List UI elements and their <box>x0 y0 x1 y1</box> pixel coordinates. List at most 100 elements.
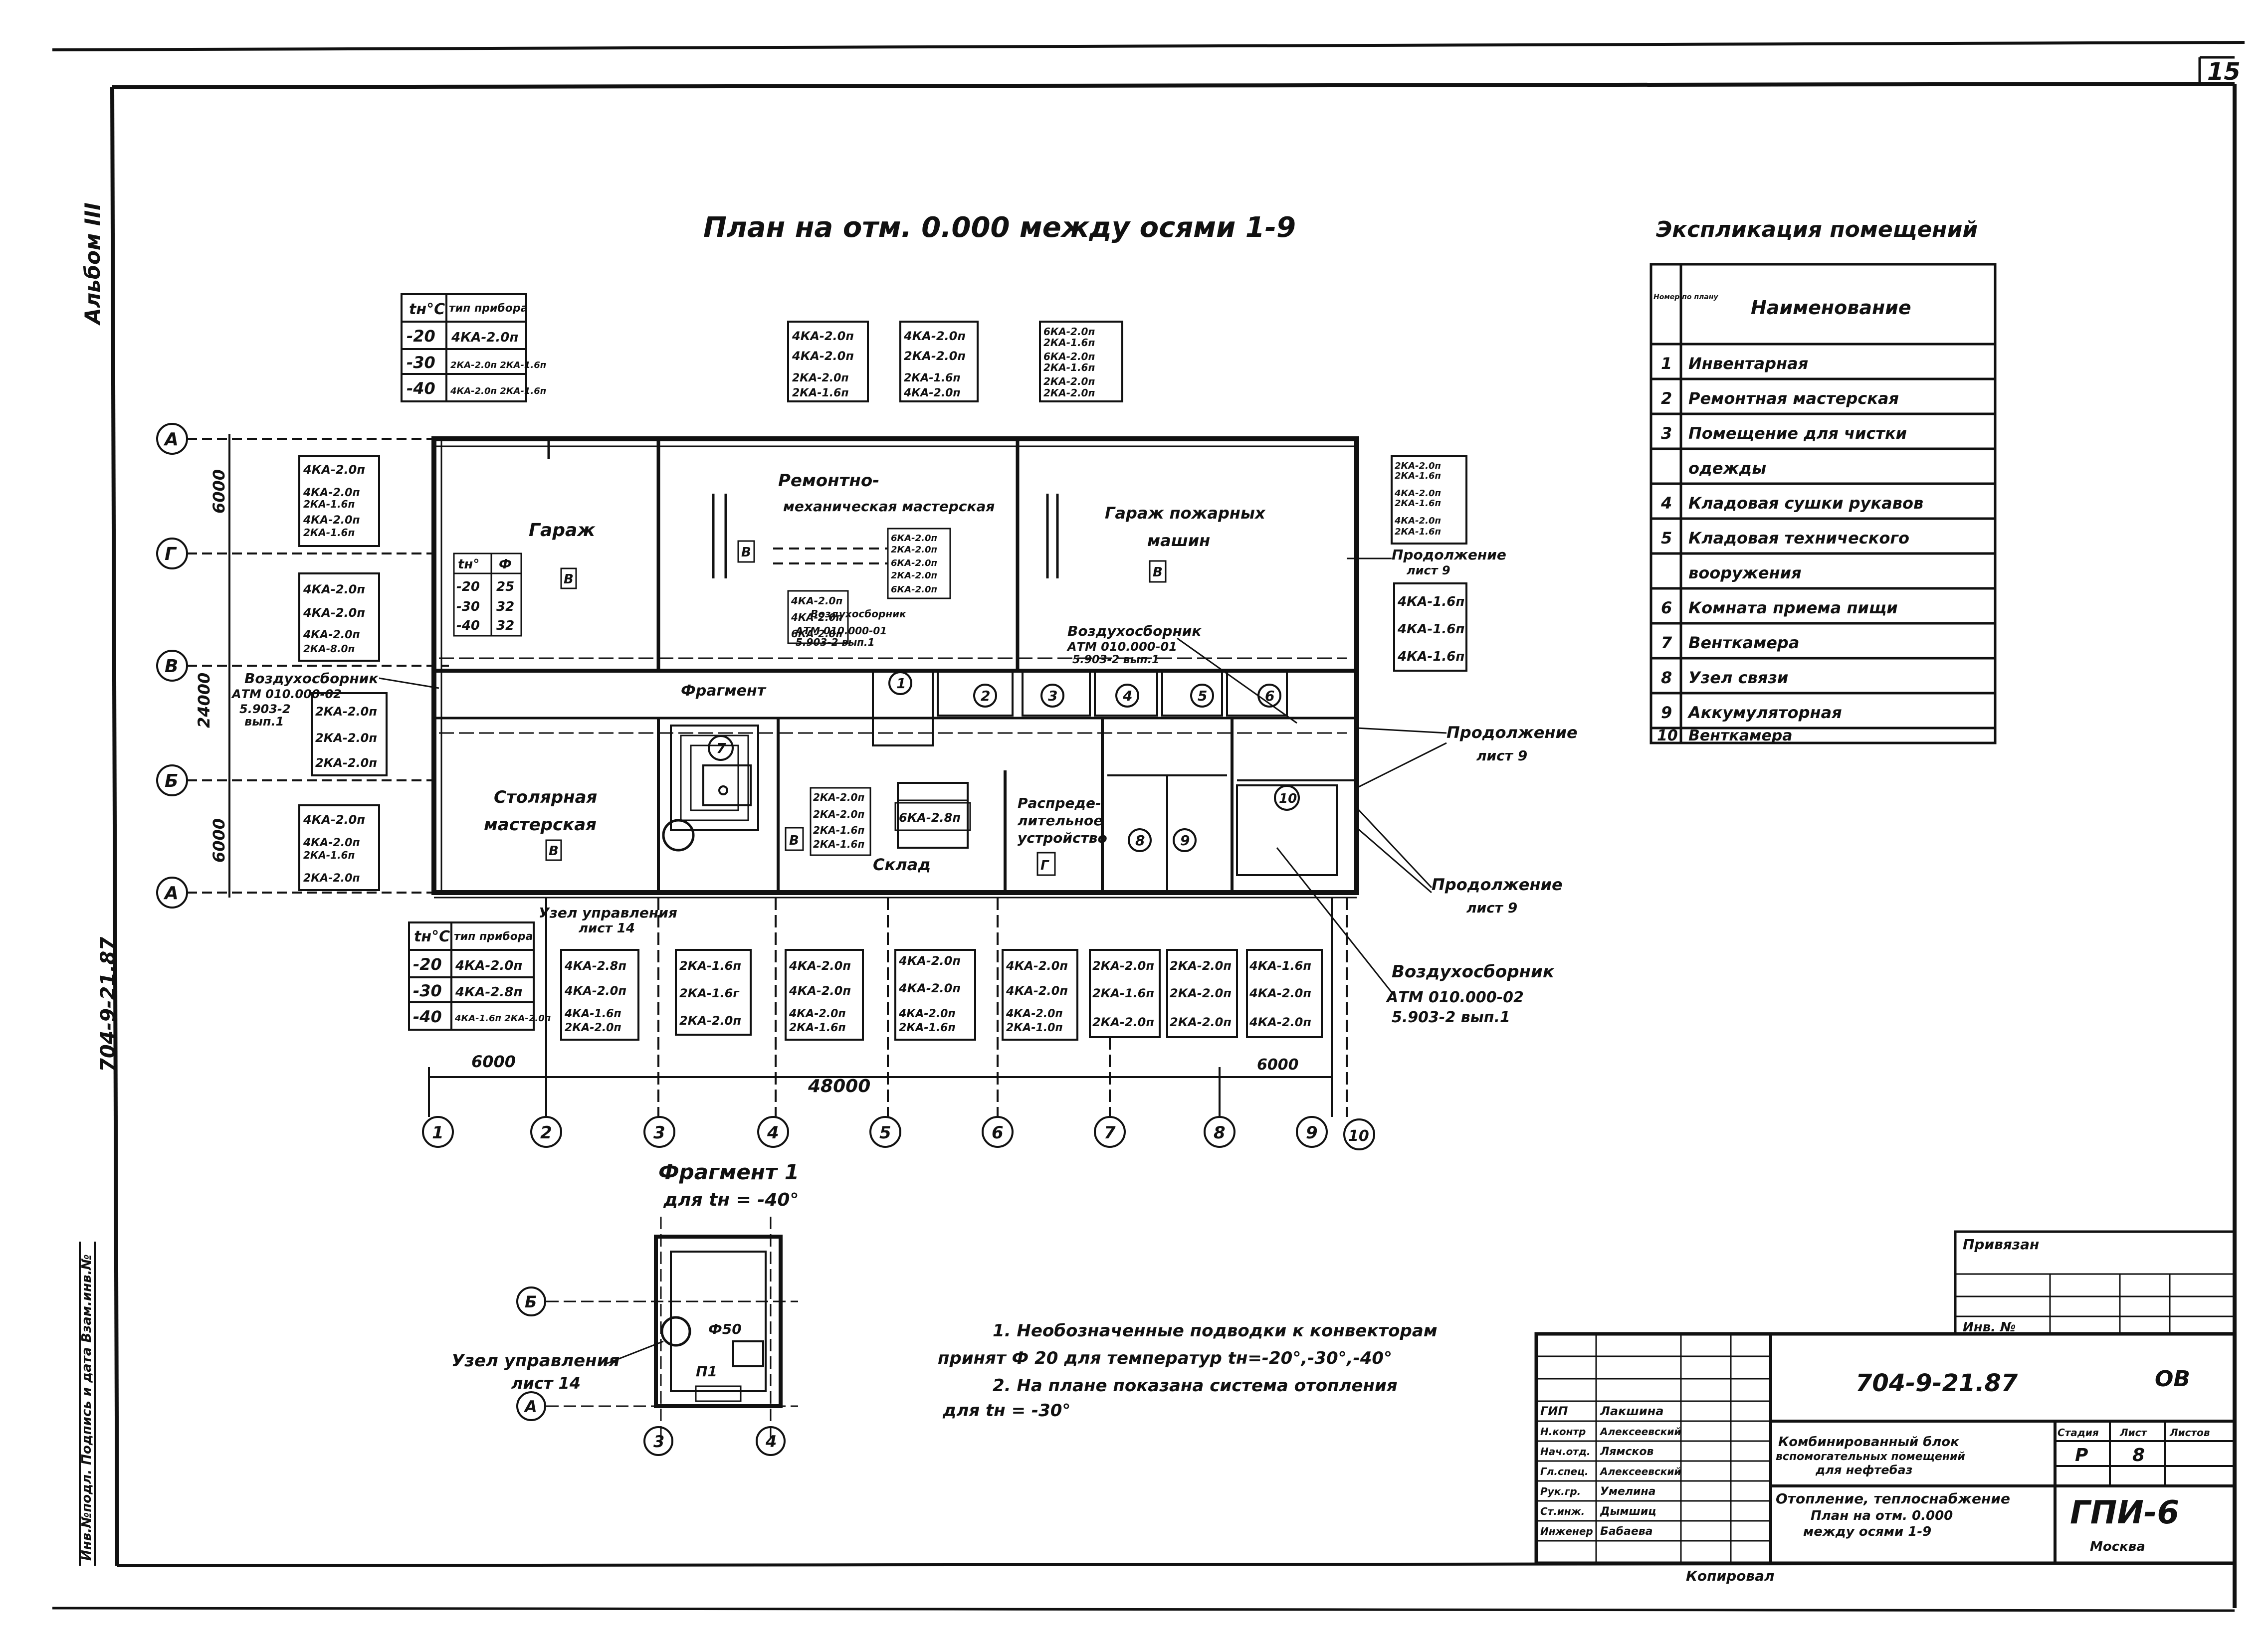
legend-bot-r1a: -20 <box>413 955 442 974</box>
dia-r3a: -40 <box>456 618 480 633</box>
dev-bot-4b: 4КА-2.0п <box>898 981 961 995</box>
expl-name-11: Венткамера <box>1688 727 1793 744</box>
tb-stage: Р <box>2075 1445 2088 1466</box>
legend-bot-r2b: 4КА-2.8п <box>455 985 522 1000</box>
fragment-tag: П1 <box>696 1363 717 1380</box>
tb-project-2: вспомогательных помещений <box>1776 1451 1965 1463</box>
tb-role-6: Инженер <box>1540 1525 1593 1537</box>
dev-top-1b: 4КА-2.0п <box>792 349 854 363</box>
dev-left-1a: 4КА-2.0п <box>303 463 365 477</box>
legend-bot-r2a: -30 <box>413 981 442 1000</box>
axis-V: В <box>165 656 178 677</box>
svg-text:В: В <box>1153 565 1163 580</box>
repair-in2-3: 6КА-2.0п <box>891 558 937 568</box>
svg-text:10: 10 <box>1279 791 1297 806</box>
dev-top-3e: 2КА-2.0п <box>1043 375 1095 387</box>
device-boxes-bottom <box>560 949 1323 1041</box>
tb-roles: ГИП Лакшина Н.контр Алексеевский Нач.отд… <box>1540 1404 1681 1538</box>
expl-name-7: Комната приема пищи <box>1688 598 1898 617</box>
dim-bay-left: 6000 <box>471 1052 516 1071</box>
plan-title: План на отм. 0.000 между осями 1-9 <box>703 211 1296 244</box>
dev-top-3b: 2КА-1.6п <box>1043 337 1095 349</box>
dev-right-1d: 2КА-1.6п <box>1395 498 1441 509</box>
expl-name-3: одежды <box>1688 459 1766 478</box>
dev-top-1a: 4КА-2.0п <box>792 329 854 343</box>
aircol-left-3: 5.903-2 <box>239 702 291 716</box>
dev-bot-5c: 4КА-2.0п <box>1006 1008 1063 1020</box>
tb-mark: ОВ <box>2155 1366 2190 1392</box>
dev-left-2b: 4КА-2.0п <box>303 606 365 620</box>
tb-copied: Копировал <box>1686 1568 1775 1584</box>
dev-left-4c: 2КА-1.6п <box>303 849 355 861</box>
dev-top-2b: 2КА-2.0п <box>904 349 966 363</box>
axis-5: 5 <box>879 1123 891 1143</box>
note-4: для tн = -30° <box>942 1401 1070 1421</box>
fragment-subtitle: для tн = -40° <box>663 1190 799 1210</box>
aircol-right-1: Воздухосборник <box>1392 962 1555 982</box>
leader-lines <box>1347 557 1447 894</box>
cont-3b: лист 9 <box>1466 900 1517 916</box>
dev-bot-1b: 4КА-2.0п <box>564 984 626 998</box>
expl-name-2: Помещение для чистки <box>1688 424 1907 443</box>
aircol-left-1: Воздухосборник <box>244 670 379 687</box>
room-repair-2: механическая мастерская <box>783 498 995 515</box>
side-stamp: Инв.№подл. Подпись и дата Взам.инв.№ <box>79 1254 94 1561</box>
svg-text:В: В <box>564 572 574 587</box>
aircol-repair-3: 5.903-2 вып.1 <box>796 636 875 648</box>
cont-1a: Продолжение <box>1392 547 1506 563</box>
dim-overall-width: 48000 <box>808 1076 870 1097</box>
repair-in-3: 6КА-2.0п <box>791 628 842 640</box>
repair-in2-4: 2КА-2.0п <box>891 570 937 581</box>
dia-r2a: -30 <box>456 599 480 614</box>
aircol-right-2: АТМ 010.000-02 <box>1386 989 1524 1006</box>
dev-bot-7b: 2КА-2.0п <box>1170 986 1232 1000</box>
note-2: принят Ф 20 для температур tн=-20°,-30°,… <box>938 1348 1392 1368</box>
legend-top-r1a: -20 <box>407 327 435 346</box>
repair-in-1: 4КА-2.0п <box>791 595 842 607</box>
dev-bot-4a: 4КА-2.0п <box>898 954 961 968</box>
axis-G: Г <box>165 544 177 564</box>
dev-left-2d: 2КА-8.0п <box>303 643 355 655</box>
room-carpentry-1: Столярная <box>494 787 597 807</box>
aircol-repair-1: Воздухосборник <box>811 608 906 620</box>
axis-9: 9 <box>1306 1123 1318 1143</box>
aircol-right-3: 5.903-2 вып.1 <box>1392 1009 1510 1026</box>
dev-bot-2c: 2КА-2.0п <box>679 1014 741 1028</box>
dev-bot-1d: 2КА-2.0п <box>565 1022 621 1034</box>
dev-left-4b: 4КА-2.0п <box>303 837 360 849</box>
dim-bottom-span: 6000 <box>209 818 228 863</box>
axis-numbers <box>422 1116 1375 1150</box>
fragment-title: Фрагмент 1 <box>658 1160 799 1184</box>
dev-right-1a: 2КА-2.0п <box>1395 461 1441 471</box>
building-walls <box>431 436 1359 899</box>
fragment-pipe: Ф50 <box>708 1321 742 1337</box>
expl-name-9: Узел связи <box>1688 668 1788 687</box>
dev-bot-6b: 2КА-1.6п <box>1092 986 1154 1000</box>
legend-bot-h2: тип прибора <box>454 930 533 943</box>
fragment-axis-4: 4 <box>765 1432 777 1451</box>
room-distribution-3: устройство <box>1018 830 1107 846</box>
dev-left-4a: 4КА-2.0п <box>303 813 365 827</box>
tb-project-1: Комбинированный блок <box>1778 1435 1960 1450</box>
tb-sheet-title-2: План на отм. 0.000 <box>1811 1508 1953 1523</box>
dev-top-2a: 4КА-2.0п <box>903 329 966 343</box>
legend-top-r2a: -30 <box>407 353 435 372</box>
dia-h2: Ф <box>499 557 512 572</box>
tb-role-3: Гл.спец. <box>1540 1466 1589 1477</box>
room-fire-garage-1: Гараж пожарных <box>1105 504 1266 523</box>
dev-left-1b: 4КА-2.0п <box>303 487 360 499</box>
expl-n-9: 8 <box>1661 668 1672 687</box>
tb-sheets-h: Листов <box>2169 1427 2210 1439</box>
svg-text:В: В <box>789 833 799 848</box>
dev-bot-1c: 4КА-1.6п <box>564 1008 621 1020</box>
tb-name-5: Дымшиц <box>1600 1505 1656 1518</box>
explication-title: Экспликация помещений <box>1656 217 1978 242</box>
dev-top-1d: 2КА-1.6п <box>792 387 849 399</box>
aircol-mid-1: Воздухосборник <box>1067 623 1202 639</box>
tb-role-1: Н.контр <box>1540 1426 1586 1438</box>
explication-col-name: Наименование <box>1751 297 1911 319</box>
legend-top-h2: тип прибора <box>449 302 528 315</box>
legend-top-h1: tн°С <box>409 301 445 318</box>
expl-name-1: Ремонтная мастерская <box>1688 389 1899 408</box>
diameter-table <box>453 552 522 637</box>
